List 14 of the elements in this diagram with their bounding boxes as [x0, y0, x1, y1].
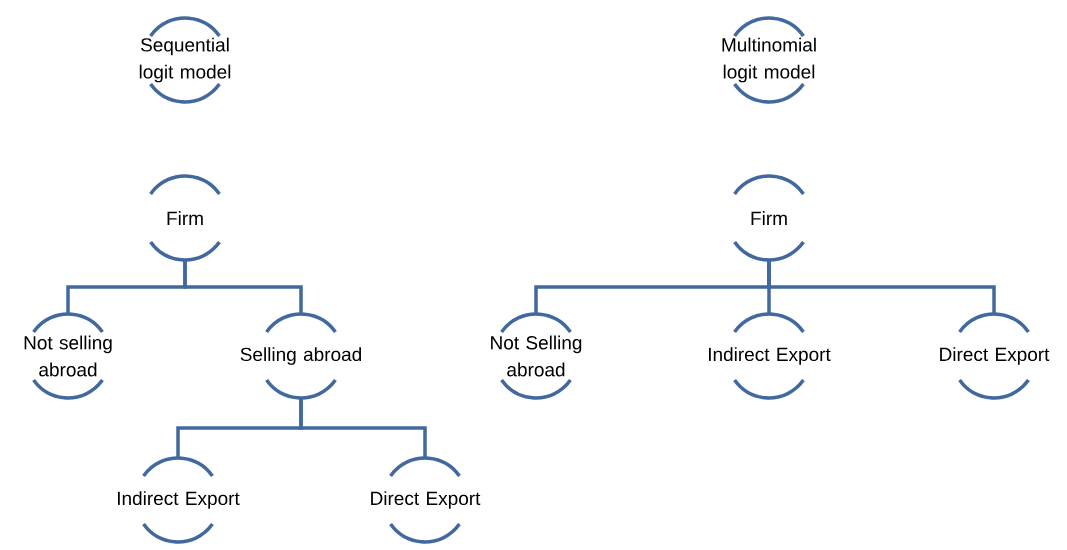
circle-node: Multinomial logit model: [722, 16, 816, 104]
circle-node: Indirect Export: [118, 456, 240, 544]
circle-node: Indirect Export: [709, 312, 831, 400]
circle-node: Selling abroad: [240, 312, 361, 400]
circle-node: Firm: [149, 174, 221, 262]
connector-line: [183, 260, 303, 314]
circle-node: Sequential logit model: [139, 16, 231, 104]
connector-line: [767, 260, 996, 314]
circle-node: Not Selling abroad: [491, 312, 582, 400]
connector-line: [299, 398, 427, 458]
circle-node: Direct Export: [940, 312, 1050, 400]
circle-node: Firm: [733, 174, 805, 262]
circle-node: Direct Export: [371, 456, 481, 544]
circle-node: Not selling abroad: [24, 312, 112, 400]
